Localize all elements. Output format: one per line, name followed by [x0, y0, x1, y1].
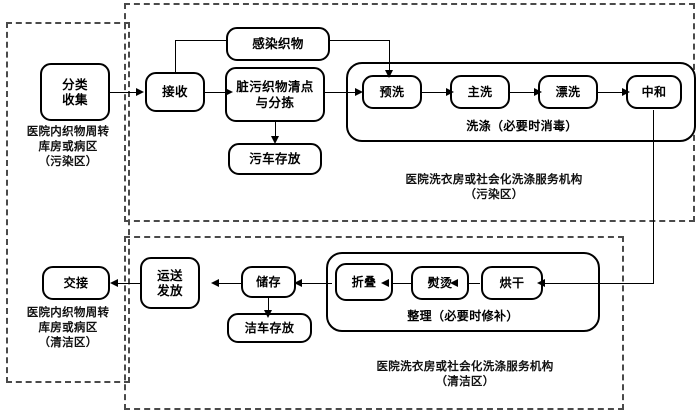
- connector-collection-to-receiving: [110, 92, 138, 93]
- node-transport-issue[interactable]: 运送 发放: [140, 257, 200, 309]
- zone-hospital-textile-turnover-area: [6, 22, 130, 383]
- node-pre-wash[interactable]: 预洗: [362, 75, 422, 109]
- connector-receiving-up-riser: [175, 40, 176, 78]
- zone-caption-hospital-contaminated: 医院内织物周转 库房或病区 （污染区）: [26, 124, 110, 169]
- connector-storage-to-clean-cart: [268, 297, 269, 313]
- node-clean-cart-storage[interactable]: 洁车存放: [227, 313, 312, 343]
- connector-folding-to-storage: [296, 283, 332, 284]
- connector-sorting-to-soiled-cart: [275, 122, 276, 140]
- arrowhead-collection-to-receiving: [136, 87, 144, 96]
- arrowhead-drying-to-ironing: [450, 278, 458, 287]
- arrowhead-prewash-to-mainwash: [446, 87, 454, 96]
- connector-drying-inlet: [543, 283, 601, 284]
- node-main-wash[interactable]: 主洗: [450, 75, 510, 109]
- node-infected-textile[interactable]: 感染织物: [226, 27, 330, 61]
- arrowhead-receiving-to-sorting: [225, 87, 233, 96]
- arrowhead-transport-to-handover: [110, 278, 118, 287]
- node-count-and-sort[interactable]: 脏污织物清点 与分拣: [225, 67, 325, 122]
- connector-infected-to-prewash-riser: [389, 40, 390, 75]
- arrowhead-storage-to-clean-cart: [263, 310, 272, 318]
- connector-neutralize-down: [653, 110, 654, 283]
- connector-neutralize-to-drying: [600, 283, 654, 284]
- arrowhead-infected-to-prewash: [384, 70, 393, 78]
- node-sorting-collection[interactable]: 分类 收集: [40, 63, 110, 121]
- connector-prewash-to-mainwash: [422, 92, 448, 93]
- node-folding[interactable]: 折叠: [335, 263, 393, 301]
- connector-receiving-to-sorting: [205, 92, 227, 93]
- arrowhead-sorting-to-soiled-cart: [270, 136, 279, 144]
- group-washing-label: 洗涤（必要时消毒）: [466, 119, 578, 133]
- connector-transport-to-handover: [112, 283, 140, 284]
- connector-receiving-to-infected: [175, 40, 227, 41]
- connector-storage-to-transport: [213, 283, 241, 284]
- arrowhead-folding-to-storage: [294, 278, 302, 287]
- connector-mainwash-to-rinse: [510, 92, 536, 93]
- connector-rinse-to-neutralize: [598, 92, 624, 93]
- arrowhead-mainwash-to-rinse: [534, 87, 542, 96]
- node-handover[interactable]: 交接: [42, 266, 110, 300]
- arrowhead-rinse-to-neutralize: [622, 87, 630, 96]
- arrowhead-sorting-to-prewash: [355, 87, 363, 96]
- node-receiving[interactable]: 接收: [145, 72, 205, 112]
- connector-sorting-to-prewash: [325, 92, 361, 93]
- connector-ironing-to-folding: [383, 283, 411, 284]
- connector-infected-to-prewash-horizontal: [330, 40, 389, 41]
- arrowhead-ironing-to-folding: [381, 278, 389, 287]
- zone-caption-laundry-contaminated: 医院洗衣房或社会化洗涤服务机构 （污染区）: [405, 172, 583, 202]
- node-rinse[interactable]: 漂洗: [538, 75, 598, 109]
- node-neutralize[interactable]: 中和: [626, 75, 682, 109]
- zone-laundry-clean-area: [124, 236, 624, 410]
- node-ironing[interactable]: 熨烫: [411, 266, 469, 300]
- zone-caption-hospital-clean: 医院内织物周转 库房或病区 （清洁区）: [26, 305, 110, 350]
- group-finishing-label: 整理（必要时修补）: [407, 309, 519, 323]
- arrowhead-neutralize-to-drying: [537, 278, 545, 287]
- arrowhead-storage-to-transport: [211, 278, 219, 287]
- node-storage[interactable]: 储存: [241, 266, 296, 298]
- node-drying[interactable]: 烘干: [481, 266, 543, 300]
- node-soiled-cart-storage[interactable]: 污车存放: [228, 143, 322, 175]
- zone-caption-laundry-clean: 医院洗衣房或社会化洗涤服务机构 （清洁区）: [376, 359, 554, 389]
